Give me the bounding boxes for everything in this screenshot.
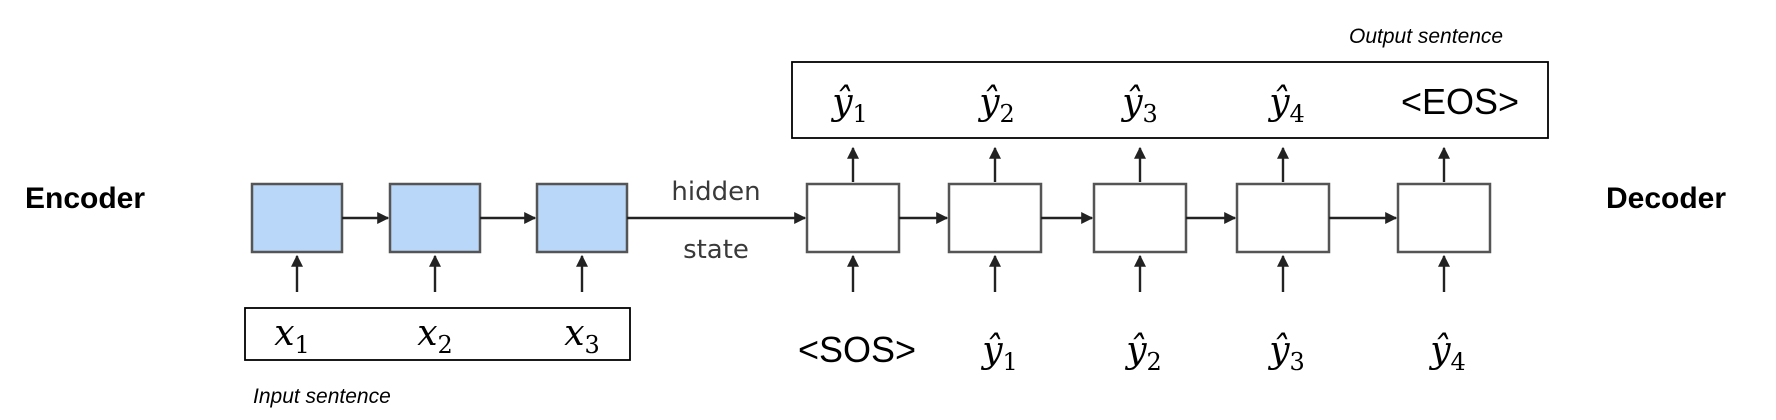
output-sentence-frame xyxy=(791,61,1549,139)
decoder-label: Decoder xyxy=(1606,182,1726,215)
output-token-4: ŷ4 xyxy=(1267,82,1305,128)
state-label: state xyxy=(683,235,749,265)
input-token-3-sub: 3 xyxy=(585,331,600,359)
decoder-input-5: ŷ4 xyxy=(1428,330,1466,376)
output-token-2: ŷ2 xyxy=(977,82,1015,128)
decoder-input-4-base: ŷ xyxy=(1267,330,1290,371)
decoder-input-3-base: ŷ xyxy=(1124,330,1147,371)
decoder-input-2: ŷ1 xyxy=(980,330,1018,376)
encoder-cell-1 xyxy=(250,182,344,254)
output-token-1-base: ŷ xyxy=(830,82,853,123)
input-token-1: x1 xyxy=(274,313,310,359)
decoder-input-2-sub: 1 xyxy=(1003,348,1018,376)
input-token-1-sub: 1 xyxy=(295,331,310,359)
output-token-2-sub: 2 xyxy=(1000,100,1015,128)
decoder-input-3: ŷ2 xyxy=(1124,330,1162,376)
encoder-label: Encoder xyxy=(25,182,145,215)
decoder-cell-3 xyxy=(1092,182,1188,254)
decoder-input-4: ŷ3 xyxy=(1267,330,1305,376)
input-token-3-base: x xyxy=(564,313,584,354)
decoder-input-4-sub: 3 xyxy=(1290,348,1305,376)
output-token-4-sub: 4 xyxy=(1290,100,1305,128)
output-token-1: ŷ1 xyxy=(830,82,868,128)
decoder-input-sos: <SOS> xyxy=(798,329,916,370)
encoder-cell-3 xyxy=(535,182,629,254)
output-token-3: ŷ3 xyxy=(1120,82,1158,128)
output-token-eos: <EOS> xyxy=(1401,81,1519,122)
encoder-cell-2 xyxy=(388,182,482,254)
decoder-input-5-base: ŷ xyxy=(1428,330,1451,371)
decoder-cell-5 xyxy=(1396,182,1492,254)
input-token-2: x2 xyxy=(417,313,453,359)
input-token-2-base: x xyxy=(417,313,437,354)
decoder-cell-2 xyxy=(947,182,1043,254)
decoder-cell-1 xyxy=(805,182,901,254)
output-token-4-base: ŷ xyxy=(1267,82,1290,123)
hidden-label: hidden xyxy=(671,177,760,207)
input-token-1-base: x xyxy=(274,313,294,354)
decoder-input-2-base: ŷ xyxy=(980,330,1003,371)
output-sentence-caption: Output sentence xyxy=(1349,25,1503,48)
input-token-3: x3 xyxy=(564,313,600,359)
output-token-3-base: ŷ xyxy=(1120,82,1143,123)
input-sentence-frame xyxy=(244,307,631,361)
input-sentence-caption: Input sentence xyxy=(253,385,391,408)
output-token-1-sub: 1 xyxy=(853,100,868,128)
output-token-3-sub: 3 xyxy=(1143,100,1158,128)
output-token-2-base: ŷ xyxy=(977,82,1000,123)
input-token-2-sub: 2 xyxy=(438,331,453,359)
decoder-cell-4 xyxy=(1235,182,1331,254)
decoder-input-3-sub: 2 xyxy=(1147,348,1162,376)
decoder-input-5-sub: 4 xyxy=(1451,348,1466,376)
